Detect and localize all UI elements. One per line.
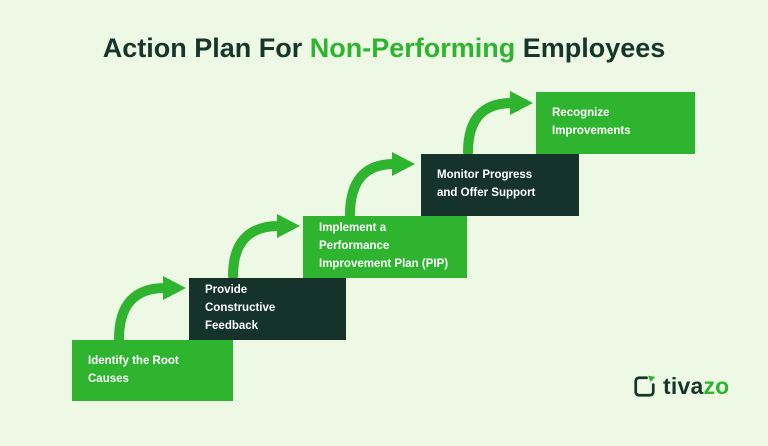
step-label: Provide Constructive Feedback [205, 284, 276, 332]
brand-logo: tivazo [633, 373, 729, 400]
step-label: Implement a Performance Improvement Plan… [319, 222, 449, 270]
title-part2: Employees [515, 33, 666, 63]
page-title: Action Plan For Non-Performing Employees [0, 33, 768, 64]
step-monitor-progress: Monitor Progress and Offer Support [421, 154, 579, 216]
step-label: Recognize Improvements [552, 107, 631, 137]
brand-name-suffix: zo [703, 373, 730, 399]
title-highlight: Non-Performing [309, 33, 516, 63]
step-provide-constructive-feedback: Provide Constructive Feedback [189, 278, 346, 340]
step-label: Identify the Root Causes [88, 354, 179, 385]
brand-name-prefix: tiva [663, 373, 704, 399]
step-recognize-improvements: Recognize Improvements [536, 92, 695, 154]
brand-name: tivazo [663, 373, 729, 400]
curved-arrow-icon [463, 91, 533, 157]
step-implement-pip: Implement a Performance Improvement Plan… [303, 216, 467, 278]
step-label: Monitor Progress and Offer Support [437, 169, 536, 199]
step-identify-root-causes: Identify the Root Causes [72, 340, 233, 401]
title-part1: Action Plan For [102, 33, 310, 63]
curved-arrow-icon [114, 276, 186, 344]
curved-arrow-icon [228, 214, 300, 281]
tivazo-logo-icon [634, 375, 656, 397]
curved-arrow-icon [345, 152, 415, 220]
